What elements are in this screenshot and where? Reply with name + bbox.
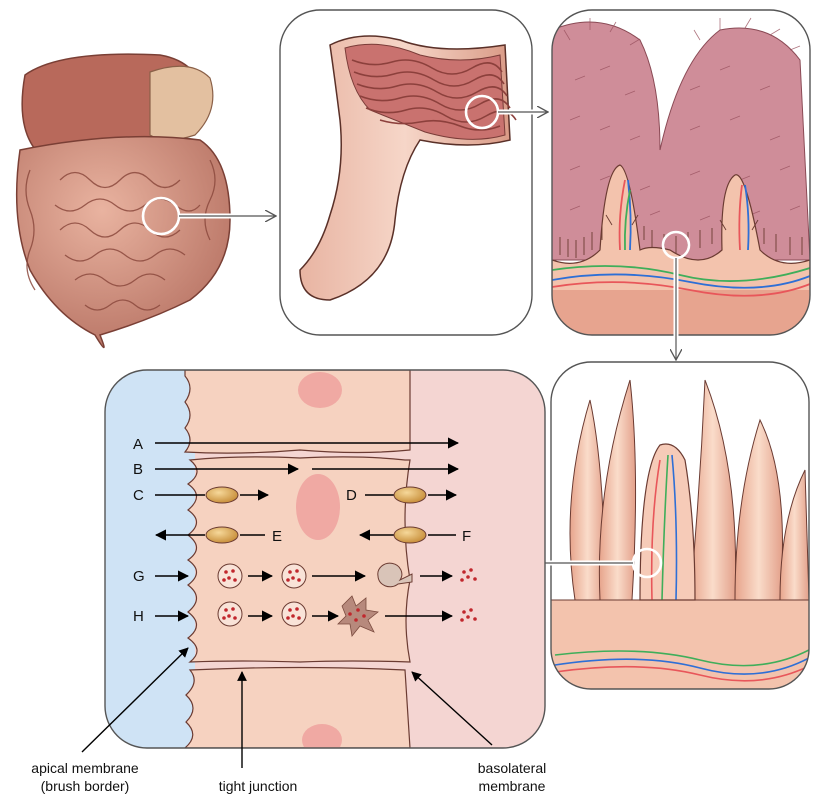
row-label-g: G (133, 568, 145, 585)
nucleus-main (296, 474, 340, 540)
digestive-organs-illustration (17, 54, 230, 347)
nucleus-top (298, 372, 342, 408)
vesicle-g-inside (282, 564, 306, 588)
epithelial-cell-bottom (185, 668, 410, 749)
row-label-d: D (346, 487, 357, 504)
panel-villi-surface (552, 10, 810, 335)
row-label-e: E (272, 528, 282, 545)
panel-villus-detail (551, 362, 809, 689)
carrier-c (206, 487, 238, 503)
vesicle-h-forming (218, 602, 242, 626)
carrier-d (394, 487, 426, 503)
vesicle-g-forming (218, 564, 242, 588)
caption-membrane: membrane (479, 778, 546, 794)
panel-intestine-segment (280, 10, 532, 335)
row-label-f: F (462, 528, 471, 545)
panel-epithelial-transport: A B C D E F G (105, 370, 545, 756)
row-label-b: B (133, 461, 143, 478)
epithelial-cell-top (185, 370, 410, 453)
carrier-f (394, 527, 426, 543)
caption-tight-junction: tight junction (219, 778, 298, 794)
caption-brush-border: (brush border) (41, 778, 130, 794)
lumen-region (105, 370, 195, 748)
vesicle-h-inside (282, 602, 306, 626)
row-label-h: H (133, 608, 144, 625)
caption-basolateral: basolateral (478, 760, 547, 776)
carrier-e (206, 527, 238, 543)
row-label-a: A (133, 436, 143, 453)
caption-apical-membrane: apical membrane (31, 760, 139, 776)
nucleus-bottom (302, 724, 342, 756)
row-label-c: C (133, 487, 144, 504)
